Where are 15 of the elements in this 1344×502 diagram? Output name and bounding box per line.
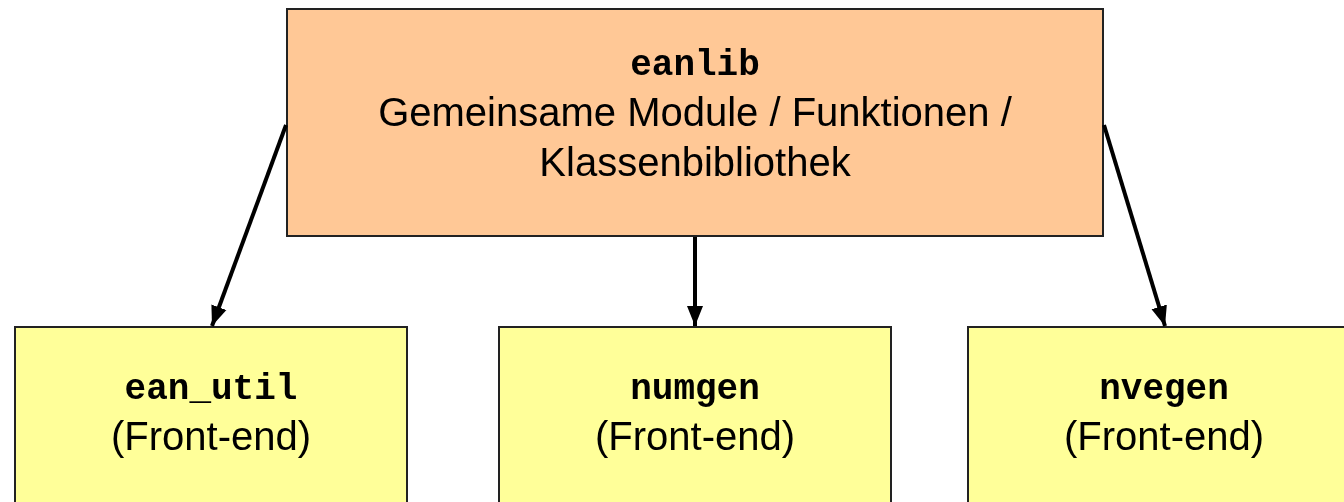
- module-box: [498, 326, 892, 502]
- module-box: [967, 326, 1344, 502]
- module-name: ean_util: [124, 368, 298, 412]
- module-name: nvegen: [1099, 368, 1229, 412]
- description: (Front-end): [594, 413, 796, 461]
- library-box: [286, 8, 1104, 237]
- arrow: [687, 237, 703, 326]
- arrow: [1102, 124, 1167, 327]
- module-name: numgen: [630, 368, 760, 412]
- description: (Front-end): [1063, 413, 1265, 461]
- arrow: [210, 124, 288, 327]
- description: (Front-end): [110, 413, 312, 461]
- module-box: [14, 326, 408, 502]
- description: Gemeinsame Module / Funktionen / Klassenbibliothek: [377, 89, 1013, 187]
- module-name: eanlib: [630, 44, 760, 88]
